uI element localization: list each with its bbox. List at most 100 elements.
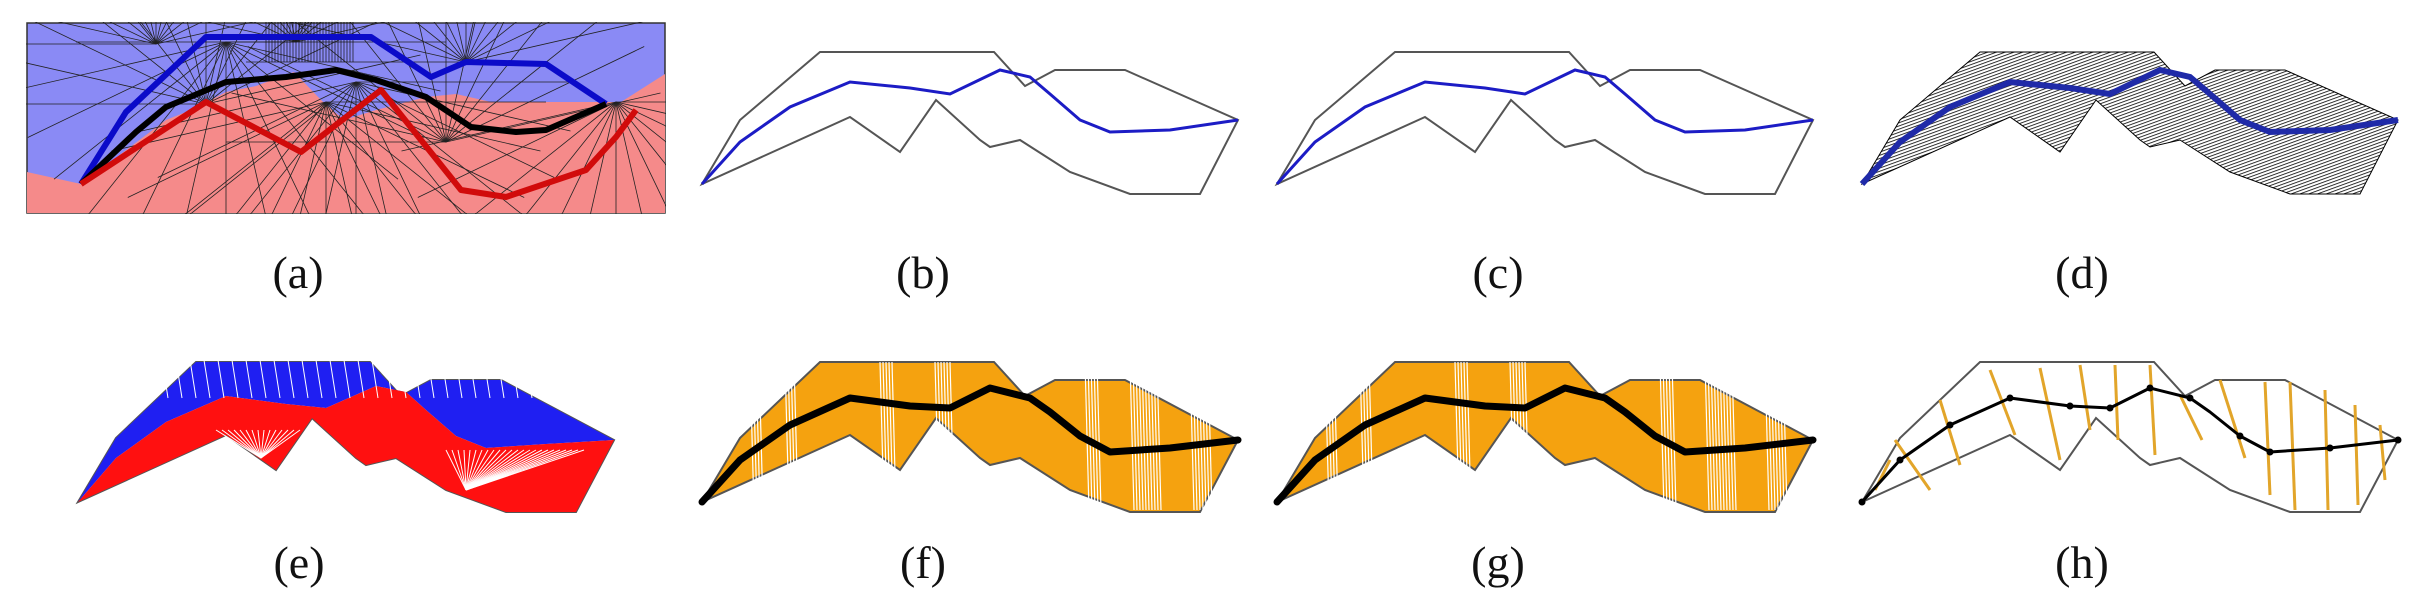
ray-strip: [940, 361, 946, 511]
ray-line: [446, 22, 467, 63]
ray-strip: [937, 361, 943, 511]
panel-c: [1265, 22, 1825, 222]
ray-line: [225, 41, 425, 138]
lower-red-region: [27, 72, 665, 213]
ray-gap: [385, 359, 393, 399]
rung: [1893, 439, 1932, 491]
ray-line: [236, 101, 327, 214]
ray-line: [590, 101, 617, 214]
caption-g: (g): [1471, 537, 1525, 588]
ray-strip: [1710, 361, 1716, 511]
panel-e-figure: [75, 359, 616, 513]
ray-gap: [260, 429, 283, 459]
ray-gap: [465, 449, 519, 491]
ray-gap: [273, 359, 281, 399]
rung: [2038, 367, 2062, 461]
ray-line: [465, 22, 517, 63]
ray-strip: [1509, 361, 1515, 511]
ray-line: [445, 22, 474, 143]
rung: [2288, 381, 2297, 511]
ray-strip: [1731, 361, 1737, 511]
caption-h: (h): [2055, 537, 2109, 588]
ray-strip: [943, 361, 949, 511]
ray-strip: [1189, 361, 1195, 511]
ray-line: [186, 22, 207, 105]
ray-strip: [752, 361, 758, 511]
panel-d-figure: [1859, 51, 2399, 195]
rung: [2218, 379, 2247, 459]
ray-gap: [581, 359, 589, 399]
ray-line: [474, 101, 617, 214]
ray-strip: [1327, 361, 1333, 511]
ray-line: [231, 92, 447, 143]
ray-gap: [203, 359, 211, 399]
ray-strip: [1707, 361, 1713, 511]
ray-gap: [217, 359, 225, 399]
ray-strip: [1195, 361, 1201, 511]
ray-gap: [189, 359, 197, 399]
ray-strip: [1776, 361, 1782, 511]
ray-strip: [1524, 361, 1530, 511]
ray-strip: [1764, 361, 1770, 511]
medial-curve: [1859, 66, 2399, 187]
rung: [2353, 404, 2360, 506]
ray-strip: [1713, 361, 1719, 511]
ray-strip: [1150, 361, 1156, 511]
ray-strip: [1518, 361, 1524, 511]
caption-a: (a): [272, 247, 324, 298]
ray-line: [615, 101, 666, 166]
ray-line: [325, 101, 352, 214]
ray-gap: [251, 429, 262, 459]
ray-line: [456, 22, 467, 63]
ray-strip: [790, 361, 796, 511]
ray-gap: [329, 359, 337, 399]
ray-strip: [949, 361, 955, 511]
ray-line: [325, 101, 381, 214]
ray-line: [142, 41, 227, 214]
rung: [1938, 399, 1962, 466]
ray-gap: [221, 429, 262, 459]
ray-strip: [1719, 361, 1725, 511]
ray-gap: [260, 429, 277, 459]
ray-strip: [1466, 361, 1472, 511]
rung: [2148, 364, 2157, 456]
ray-line: [387, 22, 447, 143]
hatched-fill: [1860, 51, 2399, 195]
ray-strip: [1782, 361, 1788, 511]
caption-c: (c): [1472, 247, 1524, 298]
ray-strip: [1324, 361, 1330, 511]
ray-line: [445, 22, 598, 143]
ray-gap: [465, 449, 483, 491]
ray-strip: [793, 361, 799, 511]
ray-gap: [441, 359, 449, 399]
blue-polyline: [78, 34, 608, 186]
skeleton-node: [1858, 498, 1866, 506]
ray-line: [205, 22, 226, 105]
ray-gap: [301, 359, 309, 399]
ray-gap: [357, 359, 365, 399]
ray-line: [349, 22, 447, 143]
ray-line: [186, 41, 227, 214]
polygon-outline: [1274, 51, 1815, 195]
polygon-outline: [699, 51, 1240, 195]
panel-f: [690, 340, 1250, 540]
ray-gap: [465, 449, 495, 491]
skeleton-node: [2394, 436, 2402, 444]
ray-strip: [1770, 361, 1776, 511]
ray-strip: [1135, 361, 1141, 511]
ray-line: [27, 41, 227, 138]
ray-gap: [233, 429, 262, 459]
ray-gap: [147, 359, 155, 399]
caption-d: (d): [2055, 247, 2109, 298]
skeleton-node: [2006, 394, 2014, 402]
ray-strip: [1330, 361, 1336, 511]
skeleton-node: [2106, 404, 2114, 412]
ray-strip: [1665, 361, 1671, 511]
panel-b-figure: [699, 51, 1240, 195]
ray-strip: [882, 361, 888, 511]
ray-line: [205, 54, 421, 105]
medial-curve: [1275, 68, 1814, 186]
ray-gap: [119, 359, 127, 399]
ray-strip: [1204, 361, 1210, 511]
ray-strip: [1359, 361, 1365, 511]
